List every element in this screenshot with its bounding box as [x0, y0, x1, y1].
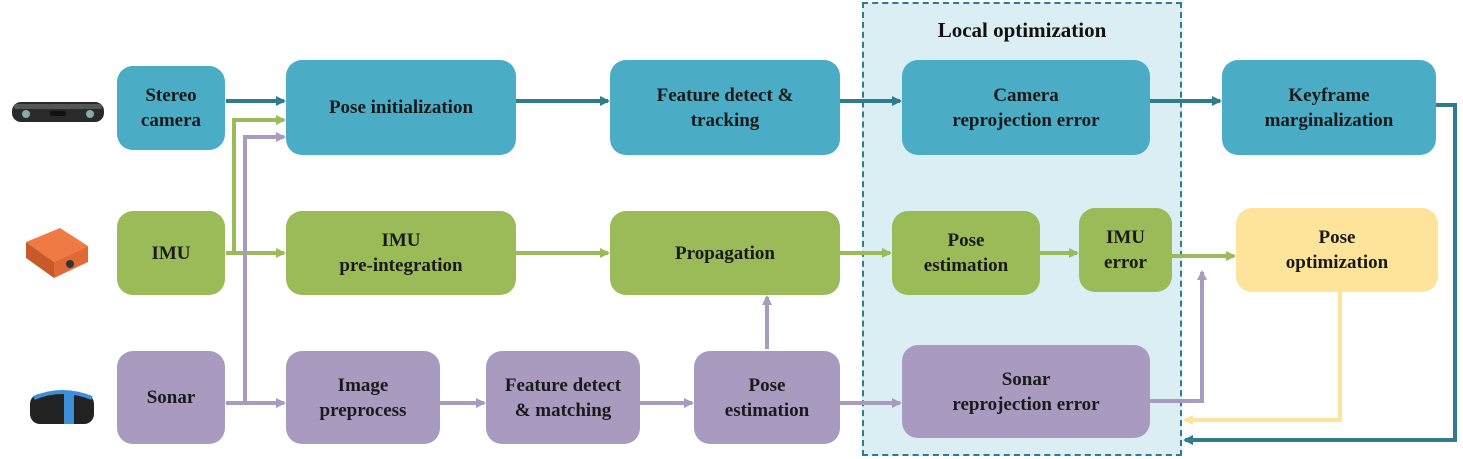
imu-preint-label-line: IMU: [381, 230, 421, 251]
keyframe-marg-label-line: Keyframe: [1288, 84, 1370, 106]
pose-opt-label-line: Pose: [1318, 227, 1356, 248]
imu-sensor-device-icon: [26, 228, 88, 278]
stereo-camera-device-icon: [12, 102, 104, 122]
stereo-camera-node: Stereo camera: [117, 66, 225, 150]
pose-est-local-label-line: Pose: [947, 230, 985, 251]
arrow-sonar-to-pose-init: [243, 132, 286, 403]
pose-optimization-node: Pose optimization: [1236, 208, 1438, 292]
feature-match-label-line: Feature detect: [504, 374, 622, 396]
feature-match-label-line: & matching: [514, 399, 612, 421]
feature-track-label-line: tracking: [690, 109, 760, 131]
pose-est-sonar-label-line: estimation: [724, 399, 810, 421]
pose-opt-label-line: optimization: [1285, 252, 1389, 273]
pose-init-label-line: Pose initialization: [328, 97, 474, 118]
feature-track-node: Feature detect & tracking: [610, 60, 840, 155]
feature-matching-node: Feature detect & matching: [486, 351, 640, 444]
imu-error-label-line: IMU: [1105, 227, 1146, 248]
arrow-imu-to-pose-init: [232, 115, 286, 253]
pose-est-sonar-label-line: Pose: [748, 374, 786, 396]
arrow-pose-opt-feedback: [1183, 292, 1342, 425]
stereo-camera-label-line: Stereo: [145, 85, 197, 106]
sonar-reproj-label-line: reprojection error: [952, 393, 1100, 415]
pose-estimation-local-node: Pose estimation: [892, 211, 1040, 295]
pose-initialization-node: Pose initialization: [286, 60, 516, 155]
stereo-camera-label-line: camera: [140, 110, 202, 131]
sonar-node: Sonar: [117, 351, 225, 444]
imu-error-node: IMU error: [1079, 208, 1172, 292]
imu-preint-label-line: pre-integration: [339, 255, 463, 276]
sonar-label-line: Sonar: [146, 387, 196, 408]
image-preprocess-label-line: Image: [337, 374, 389, 396]
camera-reproj-label-line: Camera: [993, 84, 1059, 106]
keyframe-marg-label-line: marginalization: [1264, 109, 1394, 131]
camera-reprojection-node: Camera reprojection error: [902, 60, 1150, 155]
pose-estimation-sonar-node: Pose estimation: [694, 351, 840, 444]
imu-preintegration-node: IMU pre-integration: [286, 211, 516, 295]
local-optimization-title: Local optimization: [937, 18, 1107, 42]
imu-label-line: IMU: [151, 242, 191, 264]
sonar-reprojection-node: Sonar reprojection error: [902, 345, 1150, 438]
image-preprocess-label-line: preprocess: [319, 399, 407, 421]
image-preprocess-node: Image preprocess: [286, 351, 440, 444]
imu-error-label-line: error: [1104, 252, 1147, 273]
arrow-keyframe-feedback: [1183, 103, 1457, 445]
sonar-reproj-label-line: Sonar: [1001, 368, 1051, 390]
imu-node: IMU: [117, 211, 225, 295]
camera-reproj-label-line: reprojection error: [952, 109, 1100, 131]
keyframe-marginalization-node: Keyframe marginalization: [1222, 60, 1436, 155]
arrow-sonar-reproj-to-pose-opt: [1150, 270, 1207, 403]
propagation-label-line: Propagation: [675, 242, 775, 264]
sonar-device-icon: [30, 390, 94, 424]
pose-est-local-label-line: estimation: [923, 255, 1009, 276]
propagation-node: Propagation: [610, 211, 840, 295]
feature-track-label-line: Feature detect &: [656, 84, 794, 106]
